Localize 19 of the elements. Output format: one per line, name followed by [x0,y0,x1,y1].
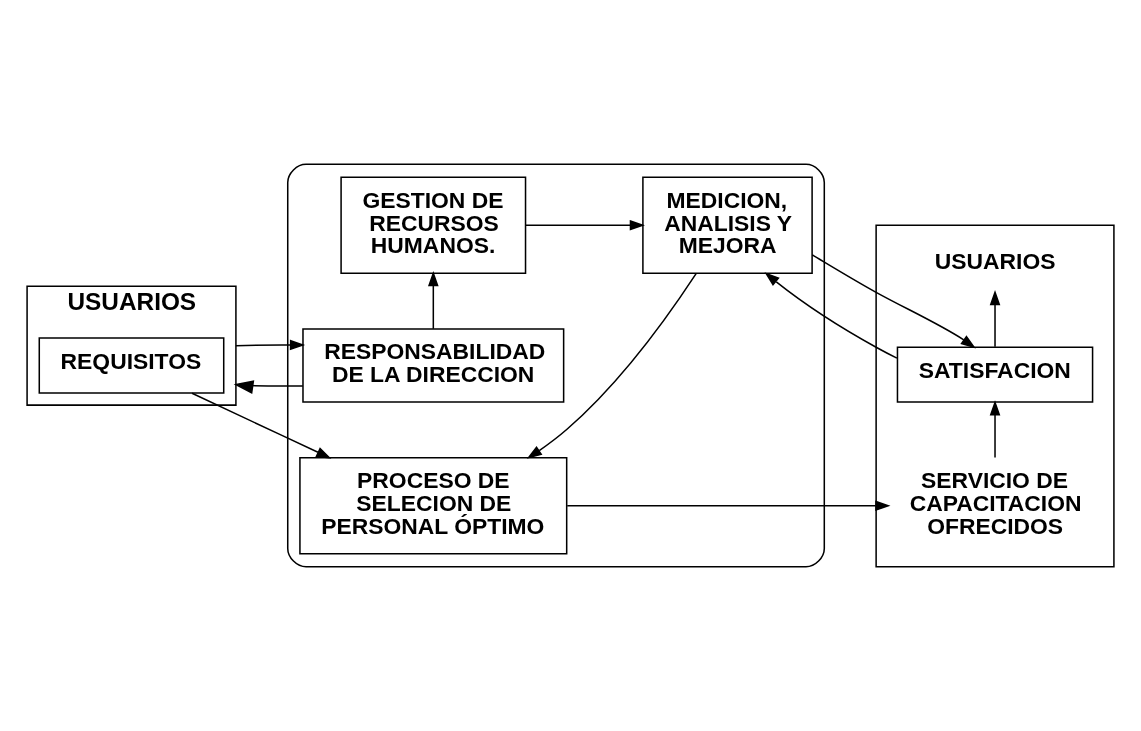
node-box: MEDICION, ANALISIS Y MEJORA [642,176,813,275]
node-box: PROCESO DE SELECION DE PERSONAL ÓPTIMO [299,456,568,555]
arrow [525,219,645,231]
node-box: GESTION DE RECURSOS HUMANOS. [340,176,527,275]
arrow [233,380,304,394]
node-box: SATISFACION [896,346,1094,403]
arrow [526,272,698,459]
node-box: REQUISITOS [38,337,225,394]
arrow [235,339,306,351]
node-text: SERVICIO DE CAPACITACION OFRECIDOS [909,467,1082,539]
node-text: USUARIOS [934,247,1056,274]
arrow [764,272,898,359]
arrow [811,254,976,349]
arrow [427,271,439,330]
arrow [989,290,1001,348]
node-box: RESPONSABILIDAD DE LA DIRECCION [302,328,565,403]
arrow [989,400,1001,459]
arrow [191,392,332,459]
arrow [566,500,891,512]
